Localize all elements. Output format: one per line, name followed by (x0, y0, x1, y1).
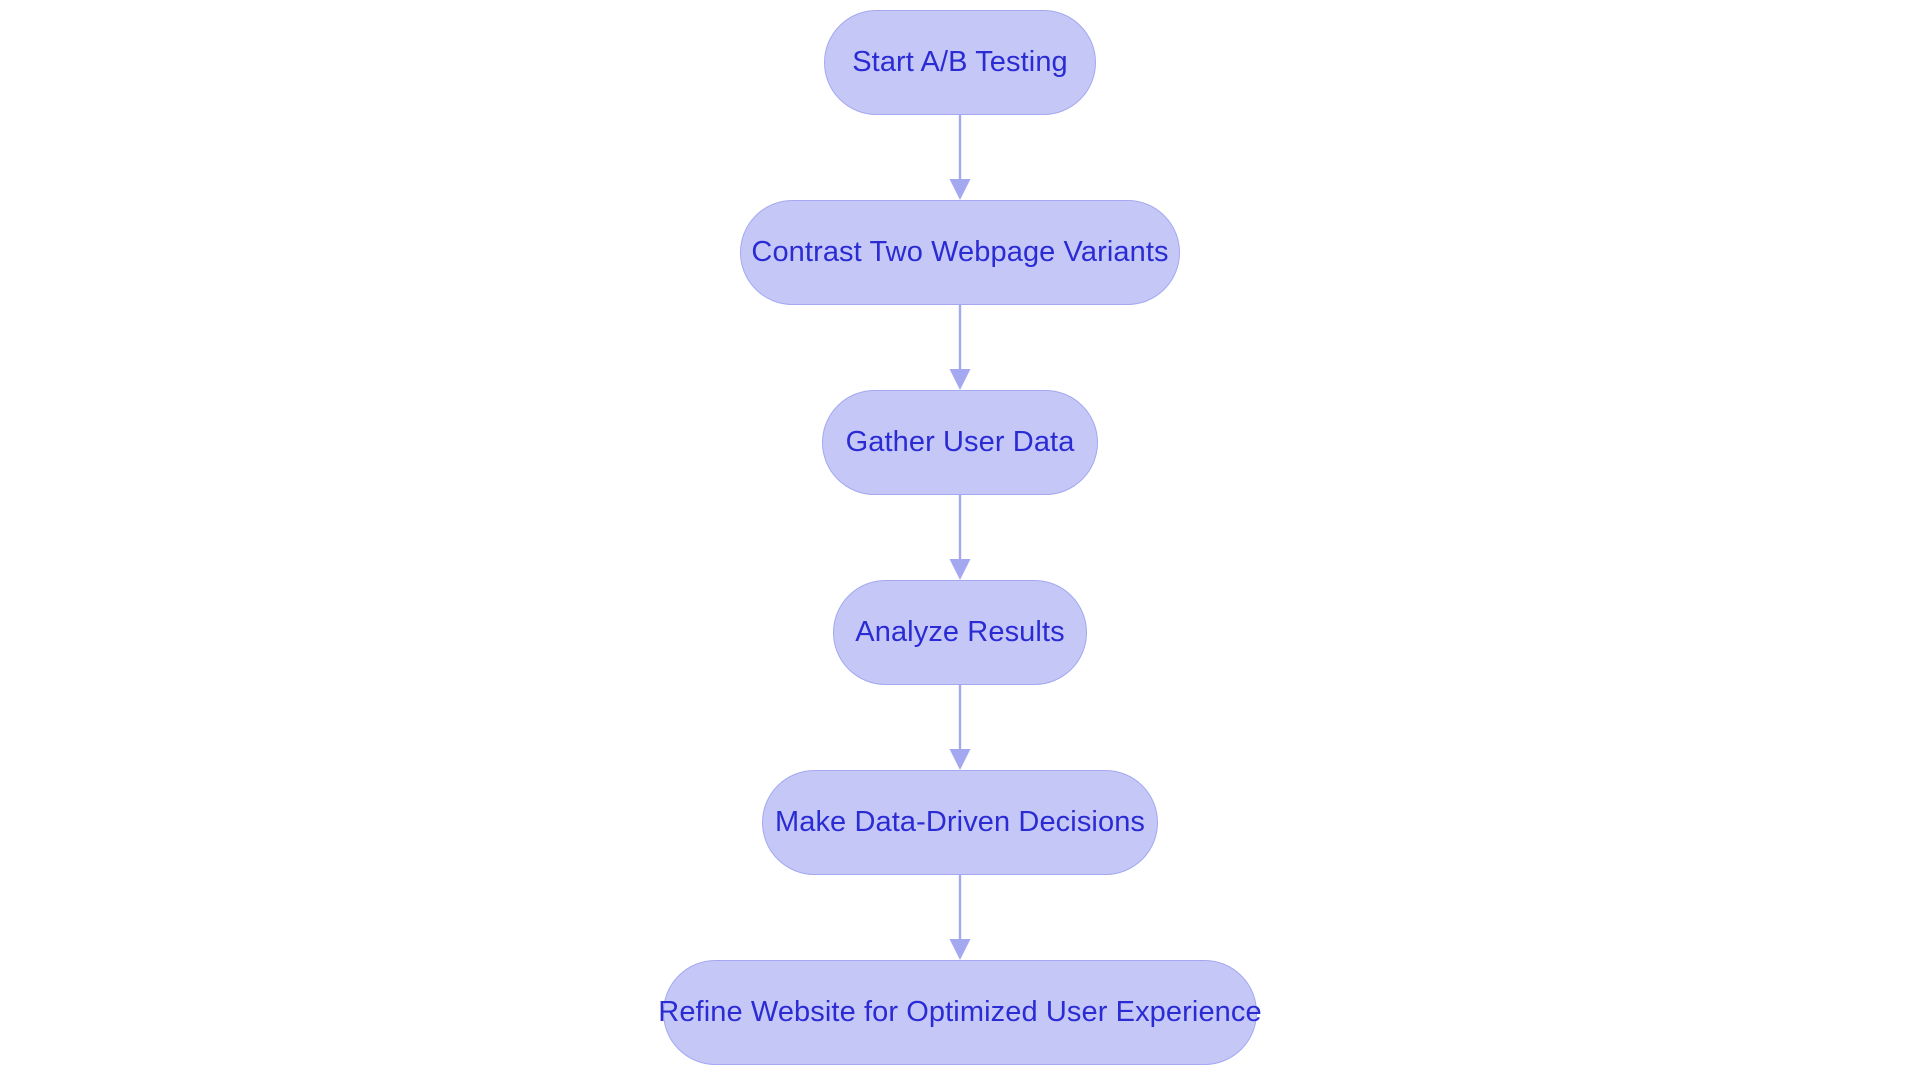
arrowhead-down-icon (949, 369, 971, 390)
flow-node-label: Contrast Two Webpage Variants (751, 236, 1169, 268)
flow-connector-arrow-2 (948, 305, 972, 390)
arrowhead-down-icon (949, 939, 971, 960)
arrowhead-down-icon (949, 559, 971, 580)
flow-node-start-ab-testing[interactable]: Start A/B Testing (824, 10, 1096, 115)
flow-node-gather-user-data[interactable]: Gather User Data (822, 390, 1098, 495)
top-spacer (960, 0, 961, 10)
flow-node-label: Gather User Data (845, 426, 1075, 458)
flow-node-refine-website-for-optimized-user-experience[interactable]: Refine Website for Optimized User Experi… (658, 960, 1262, 1065)
flow-connector-arrow-1 (948, 115, 972, 200)
flow-node-analyze-results[interactable]: Analyze Results (833, 580, 1087, 685)
flow-node-label: Analyze Results (855, 616, 1065, 648)
flow-node-make-data-driven-decisions[interactable]: Make Data-Driven Decisions (762, 770, 1158, 875)
flow-node-contrast-two-webpage-variants[interactable]: Contrast Two Webpage Variants (740, 200, 1180, 305)
flow-connector-arrow-3 (948, 495, 972, 580)
arrowhead-down-icon (949, 749, 971, 770)
arrowhead-down-icon (949, 179, 971, 200)
flow-node-label: Refine Website for Optimized User Experi… (658, 996, 1262, 1028)
flow-node-label: Make Data-Driven Decisions (774, 806, 1146, 838)
flow-node-label: Start A/B Testing (852, 46, 1068, 78)
flow-connector-arrow-5 (948, 875, 972, 960)
flow-connector-arrow-4 (948, 685, 972, 770)
